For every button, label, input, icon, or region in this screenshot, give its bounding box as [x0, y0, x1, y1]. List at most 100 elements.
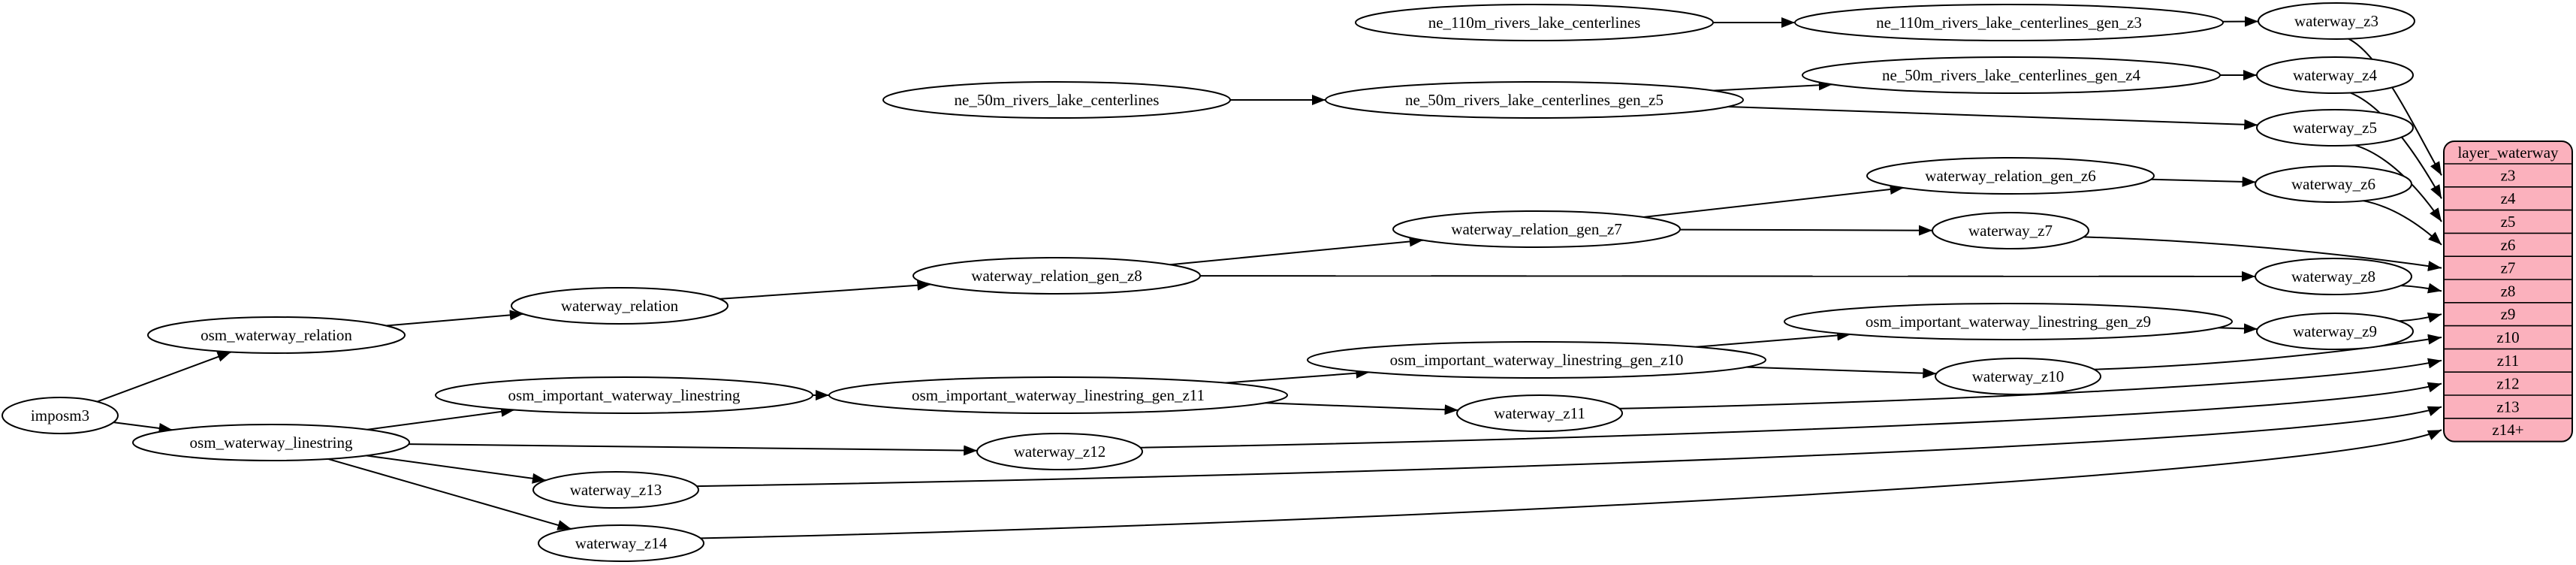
node-label: ne_50m_rivers_lake_centerlines — [955, 91, 1160, 109]
node-label: waterway_z10 — [1972, 367, 2064, 385]
node-ellipse — [1456, 394, 1623, 432]
node-waterway_z14: waterway_z14 — [538, 524, 704, 562]
node-label: ne_110m_rivers_lake_centerlines_gen_z3 — [1876, 14, 2142, 32]
edge-waterway_z10-to-layer_waterway-z10 — [2094, 334, 2442, 370]
edge-waterway_relation_gen_z8-to-waterway_relation_gen_z7 — [1170, 236, 1423, 266]
node-label: osm_waterway_relation — [201, 326, 352, 344]
edge-waterway_z5-to-layer_waterway-z5 — [2354, 144, 2442, 222]
table-row-z14+: z14+ — [2492, 421, 2523, 439]
node-ellipse — [538, 524, 704, 562]
node-ellipse — [511, 287, 728, 325]
table-row-z3: z3 — [2501, 166, 2516, 184]
node-label: waterway_z8 — [2291, 267, 2375, 286]
node-ellipse — [1802, 56, 2221, 94]
edge-osm_waterway_relation-to-waterway_relation — [386, 310, 523, 327]
edge-waterway_z12-to-layer_waterway-z12 — [1140, 382, 2442, 449]
table-row-z11: z11 — [2497, 352, 2520, 370]
table-row-z5: z5 — [2501, 213, 2516, 231]
node-ellipse — [1392, 210, 1681, 248]
node-ellipse — [2256, 109, 2414, 147]
edge-waterway_relation_gen_z6-to-waterway_z6 — [2151, 176, 2256, 187]
node-label: waterway_z11 — [1494, 404, 1585, 422]
table-row-z6: z6 — [2501, 236, 2516, 254]
edge-waterway_z13-to-layer_waterway-z13 — [696, 406, 2442, 488]
edge-waterway_z6-to-layer_waterway-z6 — [2363, 200, 2442, 246]
table-layer_waterway: layer_waterwayz3z4z5z6z7z8z9z10z11z12z13… — [2443, 140, 2573, 443]
node-ne_110m_rivers_lake_centerlines_gen_z3: ne_110m_rivers_lake_centerlines_gen_z3 — [1794, 4, 2224, 41]
node-waterway_relation: waterway_relation — [511, 287, 728, 325]
edge-osm_waterway_linestring-to-waterway_z14 — [327, 458, 572, 530]
node-label: waterway_z7 — [1968, 222, 2053, 240]
node-osm_important_waterway_linestring_gen_z11: osm_important_waterway_linestring_gen_z1… — [828, 376, 1288, 414]
node-ellipse — [2258, 2, 2415, 40]
table-row-z10: z10 — [2496, 328, 2519, 346]
table-row-z13: z13 — [2496, 397, 2519, 415]
node-label: ne_50m_rivers_lake_centerlines_gen_z4 — [1882, 66, 2141, 84]
edge-osm_important_waterway_linestring_gen_z10-to-waterway_z10 — [1746, 366, 1937, 379]
node-label: osm_important_waterway_linestring_gen_z1… — [912, 386, 1205, 404]
edge-waterway_z11-to-layer_waterway-z11 — [1619, 358, 2442, 409]
node-ellipse — [147, 316, 406, 354]
node-label: waterway_z9 — [2293, 322, 2377, 340]
node-waterway_z13: waterway_z13 — [532, 471, 699, 509]
edge-osm_waterway_linestring-to-waterway_z13 — [366, 455, 547, 484]
node-ne_50m_rivers_lake_centerlines_gen_z5: ne_50m_rivers_lake_centerlines_gen_z5 — [1325, 81, 1744, 119]
node-waterway_z7: waterway_z7 — [1932, 212, 2089, 249]
node-label: waterway_z5 — [2293, 119, 2377, 137]
node-label: waterway_relation_gen_z6 — [1925, 167, 2095, 185]
node-waterway_relation_gen_z6: waterway_relation_gen_z6 — [1866, 157, 2155, 195]
edge-osm_waterway_linestring-to-osm_important_waterway_linestring — [367, 406, 515, 431]
node-ellipse — [2256, 56, 2414, 94]
node-ellipse — [2, 397, 119, 434]
node-osm_important_waterway_linestring_gen_z9: osm_important_waterway_linestring_gen_z9 — [1784, 303, 2233, 340]
node-waterway_z12: waterway_z12 — [976, 433, 1143, 470]
node-label: ne_110m_rivers_lake_centerlines — [1428, 14, 1641, 32]
node-ellipse — [976, 433, 1143, 470]
edge-osm_important_waterway_linestring_gen_z9-to-waterway_z9 — [2218, 323, 2258, 334]
node-ne_50m_rivers_lake_centerlines_gen_z4: ne_50m_rivers_lake_centerlines_gen_z4 — [1802, 56, 2221, 94]
table-background — [2443, 140, 2573, 443]
edge-imposm3-to-osm_waterway_relation — [97, 351, 231, 403]
node-label: ne_50m_rivers_lake_centerlines_gen_z5 — [1405, 91, 1664, 109]
node-waterway_z8: waterway_z8 — [2255, 258, 2412, 295]
edge-waterway_relation-to-waterway_relation_gen_z8 — [719, 279, 931, 300]
node-label: waterway_z14 — [575, 534, 668, 552]
table-row-z12: z12 — [2496, 375, 2519, 393]
edge-waterway_z9-to-layer_waterway-z9 — [2399, 313, 2442, 323]
edge-osm_important_waterway_linestring_gen_z10-to-osm_important_waterway_linestring_gen_z9 — [1696, 330, 1851, 348]
node-ellipse — [1355, 4, 1714, 41]
edge-waterway_z7-to-layer_waterway-z7 — [2083, 236, 2442, 271]
node-label: osm_important_waterway_linestring — [508, 386, 741, 404]
node-label: waterway_relation_gen_z8 — [971, 267, 1142, 285]
node-ellipse — [1794, 4, 2224, 41]
table-layer: layer_waterwayz3z4z5z6z7z8z9z10z11z12z13… — [2443, 140, 2573, 443]
node-label: waterway_z4 — [2293, 66, 2377, 84]
table-row-z7: z7 — [2501, 259, 2516, 277]
edge-waterway_z3-to-layer_waterway-z3 — [2348, 38, 2442, 176]
node-label: waterway_z13 — [570, 481, 662, 499]
edge-imposm3-to-osm_waterway_linestring — [113, 421, 173, 434]
node-waterway_z9: waterway_z9 — [2256, 313, 2414, 350]
edge-ne_50m_rivers_lake_centerlines_gen_z5-to-waterway_z5 — [1727, 106, 2258, 130]
node-ellipse — [435, 376, 813, 414]
edge-waterway_relation_gen_z7-to-waterway_z7 — [1679, 225, 1933, 236]
node-osm_important_waterway_linestring_gen_z10: osm_important_waterway_linestring_gen_z1… — [1307, 341, 1766, 379]
node-label: waterway_relation — [561, 297, 679, 315]
node-ellipse — [1932, 212, 2089, 249]
node-waterway_relation_gen_z7: waterway_relation_gen_z7 — [1392, 210, 1681, 248]
node-ellipse — [1307, 341, 1766, 379]
node-waterway_z3: waterway_z3 — [2258, 2, 2415, 40]
node-ellipse — [2256, 313, 2414, 350]
edge-osm_important_waterway_linestring_gen_z11-to-osm_important_waterway_linestring_gen_z10 — [1225, 367, 1370, 384]
node-ellipse — [1935, 358, 2101, 395]
edge-waterway_z14-to-layer_waterway-z14+ — [700, 429, 2442, 539]
edge-ne_50m_rivers_lake_centerlines_gen_z5-to-ne_50m_rivers_lake_centerlines_gen_z4 — [1713, 80, 1832, 92]
node-label: waterway_z3 — [2294, 12, 2378, 30]
node-ellipse — [2255, 165, 2412, 203]
node-label: osm_waterway_linestring — [190, 434, 353, 452]
node-osm_waterway_linestring: osm_waterway_linestring — [132, 424, 410, 461]
node-imposm3: imposm3 — [2, 397, 119, 434]
node-waterway_z10: waterway_z10 — [1935, 358, 2101, 395]
